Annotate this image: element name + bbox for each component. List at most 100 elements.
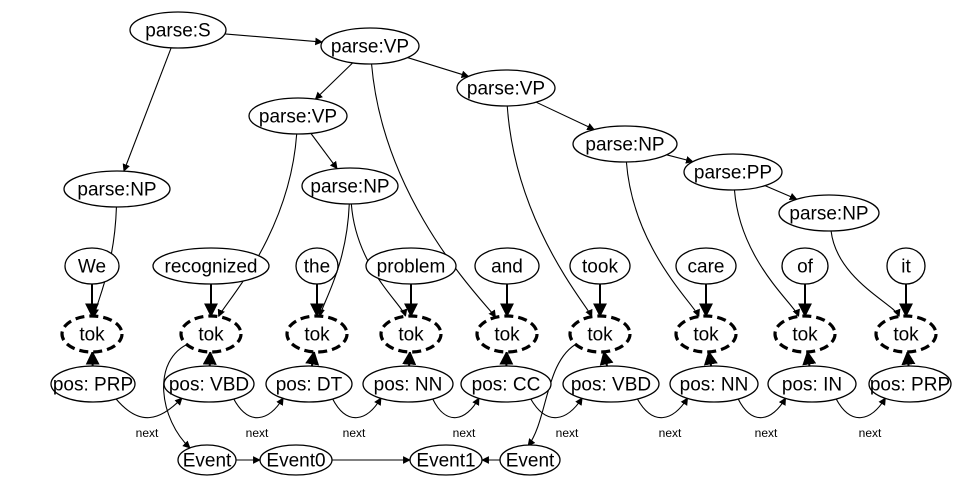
pos-token-edge xyxy=(802,350,817,367)
pos-node-label: pos: DT xyxy=(276,375,343,396)
pos-node-label: pos: PRP xyxy=(53,375,133,396)
parse-node-shape xyxy=(301,167,399,205)
pos-node-shape xyxy=(362,365,454,403)
parse-token-edge xyxy=(350,203,408,318)
next-edge xyxy=(835,397,886,419)
token-node-shape xyxy=(179,314,243,354)
pos-node: pos: PRP xyxy=(50,365,136,403)
parse-edge xyxy=(122,47,172,172)
token-node-shape xyxy=(285,314,349,354)
next-edge-label: next xyxy=(453,426,476,440)
pos-token-edge xyxy=(703,350,718,367)
event-node-label: Event0 xyxy=(266,451,325,472)
next-edge xyxy=(332,397,382,419)
word-node: of xyxy=(781,247,829,285)
parse-node-shape xyxy=(683,153,783,191)
token-node-label: tok xyxy=(693,325,719,346)
parse-node-shape xyxy=(63,170,171,208)
pos-node-shape xyxy=(460,365,552,403)
next-edge-label: next xyxy=(136,426,159,440)
event-node-shape xyxy=(499,444,561,476)
token-node-shape xyxy=(568,314,632,354)
token-node-shape xyxy=(674,314,738,354)
parse-node-shape xyxy=(778,194,880,232)
token-node-label: tok xyxy=(792,325,818,346)
parse-token-edge xyxy=(217,133,298,318)
word-node-label: took xyxy=(582,257,618,278)
pos-token-edge xyxy=(202,350,217,367)
parse-node-shape xyxy=(248,97,348,135)
word-node-shape xyxy=(781,247,829,285)
parse-node: parse:PP xyxy=(683,153,783,191)
next-edge-label: next xyxy=(343,426,366,440)
parse-edge xyxy=(310,133,338,170)
parse-node-shape xyxy=(129,11,227,49)
pos-node: pos: NN xyxy=(362,365,454,403)
token-node-label: tok xyxy=(79,325,105,346)
pos-token-edge xyxy=(305,350,320,367)
parse-token-edge xyxy=(371,63,497,318)
parse-node: parse:S xyxy=(129,11,227,49)
word-node-shape xyxy=(365,247,457,285)
word-node-label: of xyxy=(797,257,814,278)
word-node: the xyxy=(295,247,339,285)
pos-node: pos: PRP xyxy=(868,365,952,403)
parse-node-label: parse:NP xyxy=(77,180,156,201)
event-node: Event1 xyxy=(409,444,483,476)
token-node-shape xyxy=(475,314,539,354)
word-node-label: recognized xyxy=(165,257,258,278)
parse-edge xyxy=(224,33,323,46)
pos-node-label: pos: NN xyxy=(374,375,443,396)
token-node-shape xyxy=(60,314,124,354)
token-node: tok xyxy=(568,314,632,354)
parse-node-label: parse:NP xyxy=(310,177,389,198)
pos-node: pos: DT xyxy=(265,365,353,403)
word-node: it xyxy=(886,247,926,285)
word-node-shape xyxy=(295,247,339,285)
pos-token-edge xyxy=(599,350,614,367)
pos-node-shape xyxy=(562,365,660,403)
word-node-label: and xyxy=(491,257,523,278)
token-node: tok xyxy=(285,314,349,354)
pos-node-shape xyxy=(163,365,255,403)
parse-token-edge xyxy=(506,105,593,318)
parse-node: parse:VP xyxy=(456,69,556,107)
parse-node: parse:VP xyxy=(320,27,420,65)
parse-edge xyxy=(407,57,470,79)
parse-node: parse:VP xyxy=(248,97,348,135)
pos-node: pos: VBD xyxy=(562,365,660,403)
pos-node-label: pos: PRP xyxy=(870,375,950,396)
edges xyxy=(85,33,916,464)
word-node: and xyxy=(474,247,540,285)
word-node-shape xyxy=(675,247,737,285)
next-edge xyxy=(115,397,183,419)
event-node: Event xyxy=(177,444,237,476)
token-node: tok xyxy=(773,314,837,354)
parse-node-label: parse:S xyxy=(145,21,210,42)
token-node: tok xyxy=(379,314,443,354)
event-node-label: Event xyxy=(183,451,232,472)
event-node-label: Event xyxy=(506,451,555,472)
pos-node-label: pos: VBD xyxy=(169,375,249,396)
next-edge xyxy=(636,397,689,419)
parse-edge xyxy=(535,101,595,131)
parse-token-edge xyxy=(733,189,800,318)
token-node: tok xyxy=(874,314,938,354)
parse-node-label: parse:NP xyxy=(789,204,868,225)
parse-node-label: parse:VP xyxy=(259,107,337,128)
word-node-shape xyxy=(886,247,926,285)
word-node-shape xyxy=(152,247,270,285)
nodes: parse:S parse:VP parse:VP parse:VP parse:NP p… xyxy=(50,11,952,476)
pos-node: pos: VBD xyxy=(163,365,255,403)
next-edge xyxy=(233,397,284,419)
next-edge-label: next xyxy=(859,426,882,440)
token-node-label: tok xyxy=(893,325,919,346)
token-node-label: tok xyxy=(587,325,613,346)
parse-node: parse:NP xyxy=(63,170,171,208)
parse-token-edge xyxy=(625,161,700,318)
next-edge xyxy=(432,397,480,419)
pos-node-shape xyxy=(50,365,136,403)
event-node: Event xyxy=(499,444,561,476)
